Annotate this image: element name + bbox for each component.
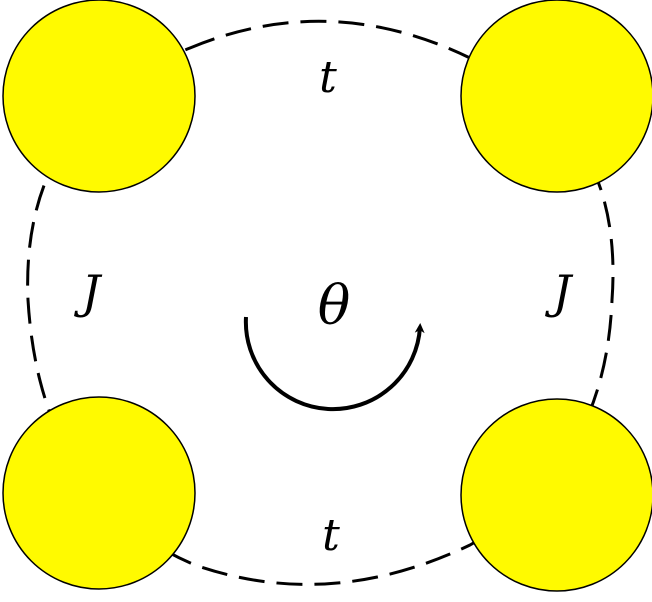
- site-top-left: [2, 0, 196, 193]
- site-top-right: [460, 0, 652, 193]
- coupling-label-right: J: [545, 265, 574, 319]
- hopping-label-bottom: t: [322, 510, 340, 561]
- site-bottom-right: [460, 398, 652, 592]
- hopping-label-top: t: [319, 52, 337, 103]
- phase-circulation-arrow: [243, 316, 425, 412]
- phase-label: θ: [318, 274, 351, 337]
- site-bottom-left: [2, 396, 196, 590]
- coupling-label-left: J: [74, 265, 103, 319]
